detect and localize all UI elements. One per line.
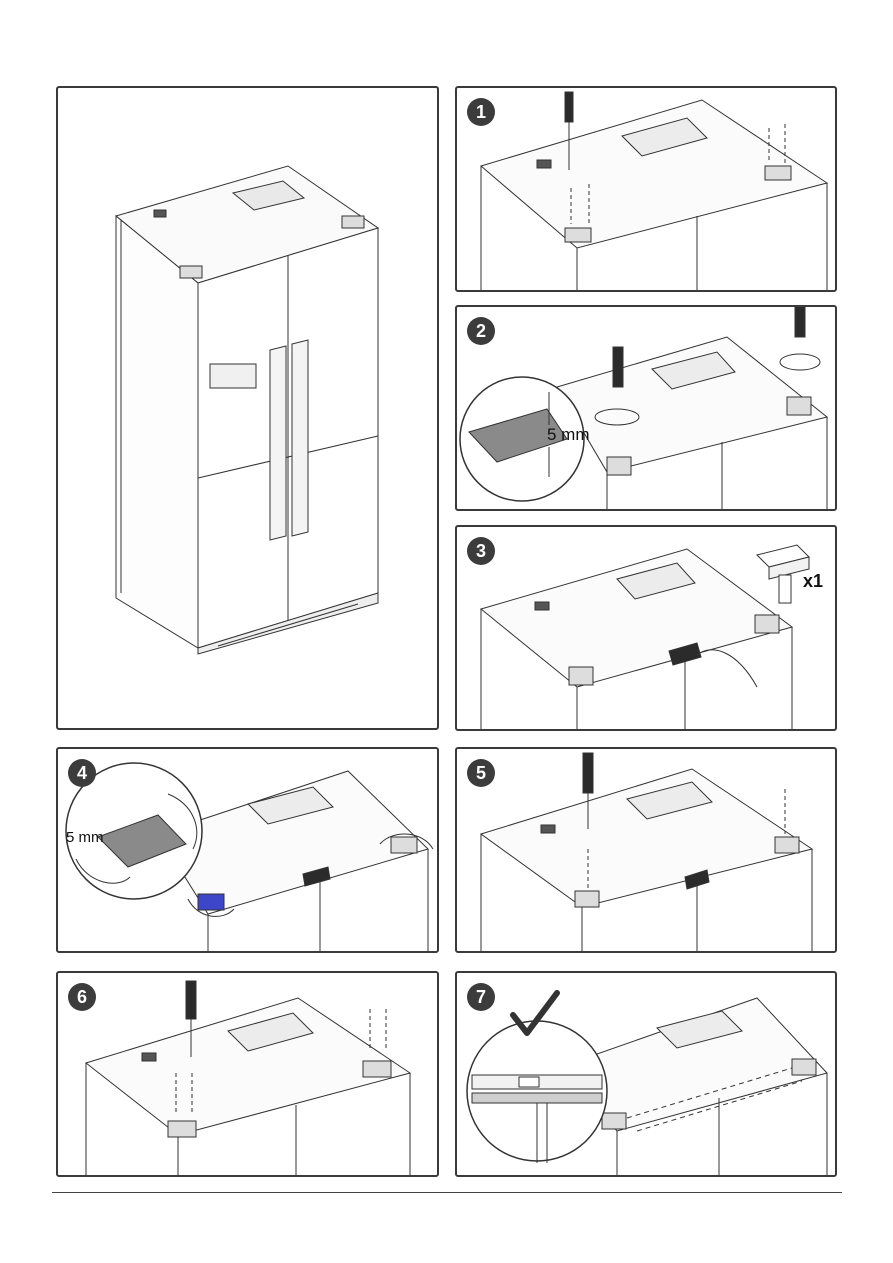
step-number-badge: 2 — [467, 317, 495, 345]
screwdriver-icon — [186, 981, 196, 1019]
step-3-illustration — [457, 527, 837, 731]
screwdriver-icon — [795, 307, 805, 337]
step-number-badge: 6 — [68, 983, 96, 1011]
step-1-illustration — [457, 88, 837, 292]
step-5-illustration — [457, 749, 837, 953]
step-number-badge: 5 — [467, 759, 495, 787]
step-7-illustration — [457, 973, 837, 1177]
step-4-panel: 4 5 mm — [56, 747, 439, 953]
step-number-badge: 7 — [467, 983, 495, 1011]
measurement-label: 5 mm — [547, 425, 590, 445]
rotation-arrow-icon — [780, 354, 820, 370]
screwdriver-icon — [565, 92, 573, 122]
step-2-panel: 2 5 mm — [455, 305, 837, 511]
step-6-illustration — [58, 973, 439, 1177]
footer-rule — [52, 1192, 842, 1193]
step-5-panel: 5 — [455, 747, 837, 953]
screwdriver-icon — [613, 347, 623, 387]
refrigerator-illustration — [58, 88, 439, 730]
step-6-panel: 6 — [56, 971, 439, 1177]
step-7-panel: 7 — [455, 971, 837, 1177]
screwdriver-icon — [583, 753, 593, 793]
spacer-part-icon — [757, 545, 809, 603]
step-4-illustration — [58, 749, 439, 953]
overview-panel — [56, 86, 439, 730]
step-number-badge: 1 — [467, 98, 495, 126]
measurement-label: 5 mm — [66, 829, 104, 846]
hand-icon — [697, 650, 757, 687]
step-number-badge: 4 — [68, 759, 96, 787]
quantity-label: x1 — [803, 571, 823, 592]
step-2-illustration — [457, 307, 837, 511]
step-3-panel: 3 x1 — [455, 525, 837, 731]
step-number-badge: 3 — [467, 537, 495, 565]
step-1-panel: 1 — [455, 86, 837, 292]
